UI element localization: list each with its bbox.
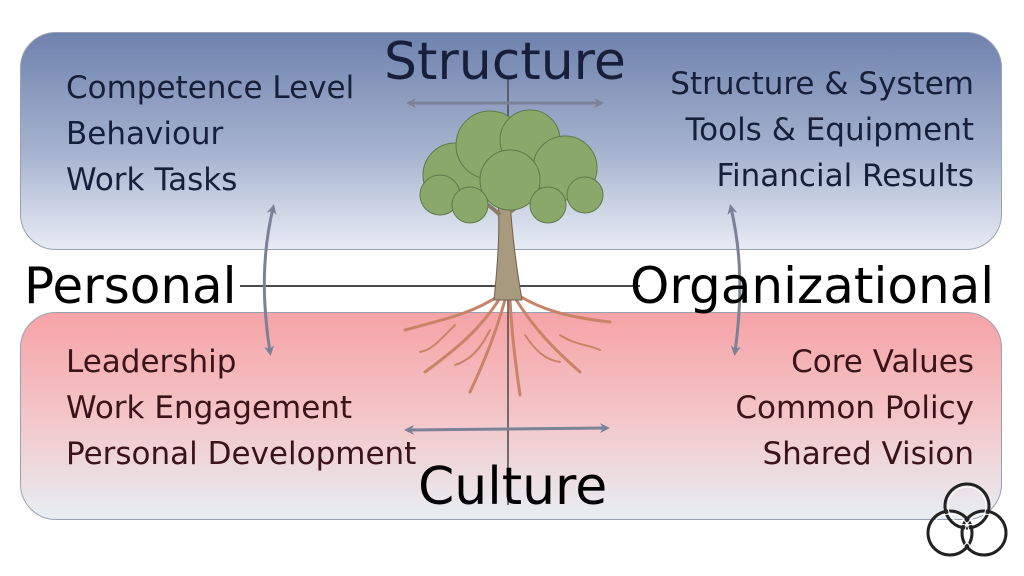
axis-label-culture: Culture <box>418 457 608 517</box>
axis-label-organizational: Organizational <box>630 257 995 315</box>
list-personal-culture: Leadership Work Engagement Personal Deve… <box>66 339 416 477</box>
axis-label-structure: Structure <box>384 32 626 92</box>
list-item: Personal Development <box>66 436 417 472</box>
list-item: Leadership <box>66 344 237 380</box>
list-item: Tools & Equipment <box>685 112 974 148</box>
list-item: Financial Results <box>716 158 974 194</box>
culture-band <box>20 312 1002 520</box>
list-item: Work Engagement <box>66 390 353 426</box>
personal-arrow <box>262 204 277 356</box>
interlocking-rings-logo <box>926 482 1008 557</box>
list-item: Competence Level <box>66 70 355 106</box>
list-item: Common Policy <box>735 390 974 426</box>
list-item: Core Values <box>791 344 974 380</box>
tree-roots <box>403 293 612 397</box>
list-item: Shared Vision <box>762 436 974 472</box>
tree-foliage <box>419 109 604 224</box>
tree-illustration <box>403 109 612 397</box>
list-personal-structure: Competence Level Behaviour Work Tasks <box>66 65 354 203</box>
organizational-arrow <box>727 204 742 356</box>
list-item: Work Tasks <box>66 162 238 198</box>
axis-label-personal: Personal <box>24 257 237 315</box>
list-organizational-culture: Core Values Common Policy Shared Vision <box>735 339 974 477</box>
list-item: Structure & System <box>670 66 974 102</box>
list-item: Behaviour <box>66 116 224 152</box>
culture-arrow <box>404 423 610 435</box>
list-organizational-structure: Structure & System Tools & Equipment Fin… <box>670 61 974 199</box>
